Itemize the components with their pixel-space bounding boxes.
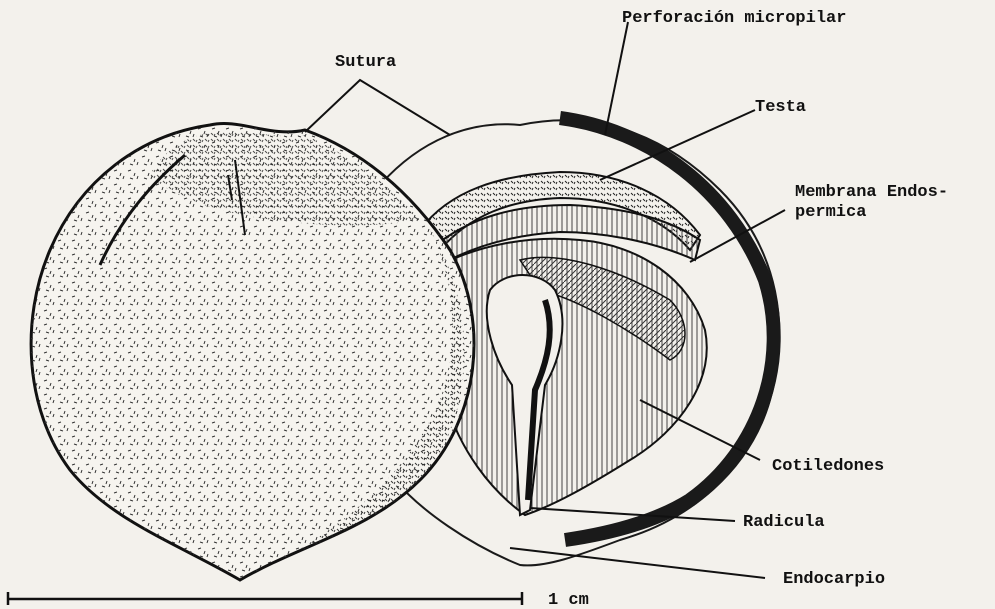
- sutura-leader: [305, 80, 450, 135]
- label-sutura: Sutura: [335, 53, 396, 72]
- scale-bar-label: 1 cm: [548, 591, 589, 609]
- label-membrana-line2: permica: [795, 203, 866, 222]
- perforacion-leader: [605, 22, 628, 135]
- label-endocarpio: Endocarpio: [783, 570, 885, 589]
- label-cotiledones: Cotiledones: [772, 457, 884, 476]
- label-testa: Testa: [755, 98, 806, 117]
- label-membrana-line1: Membrana Endos-: [795, 183, 948, 202]
- label-radicula: Radicula: [743, 513, 825, 532]
- scale-bar: 1 cm: [8, 591, 589, 609]
- label-perforacion-micropilar: Perforación micropilar: [622, 9, 846, 28]
- closed-seed: [31, 123, 474, 580]
